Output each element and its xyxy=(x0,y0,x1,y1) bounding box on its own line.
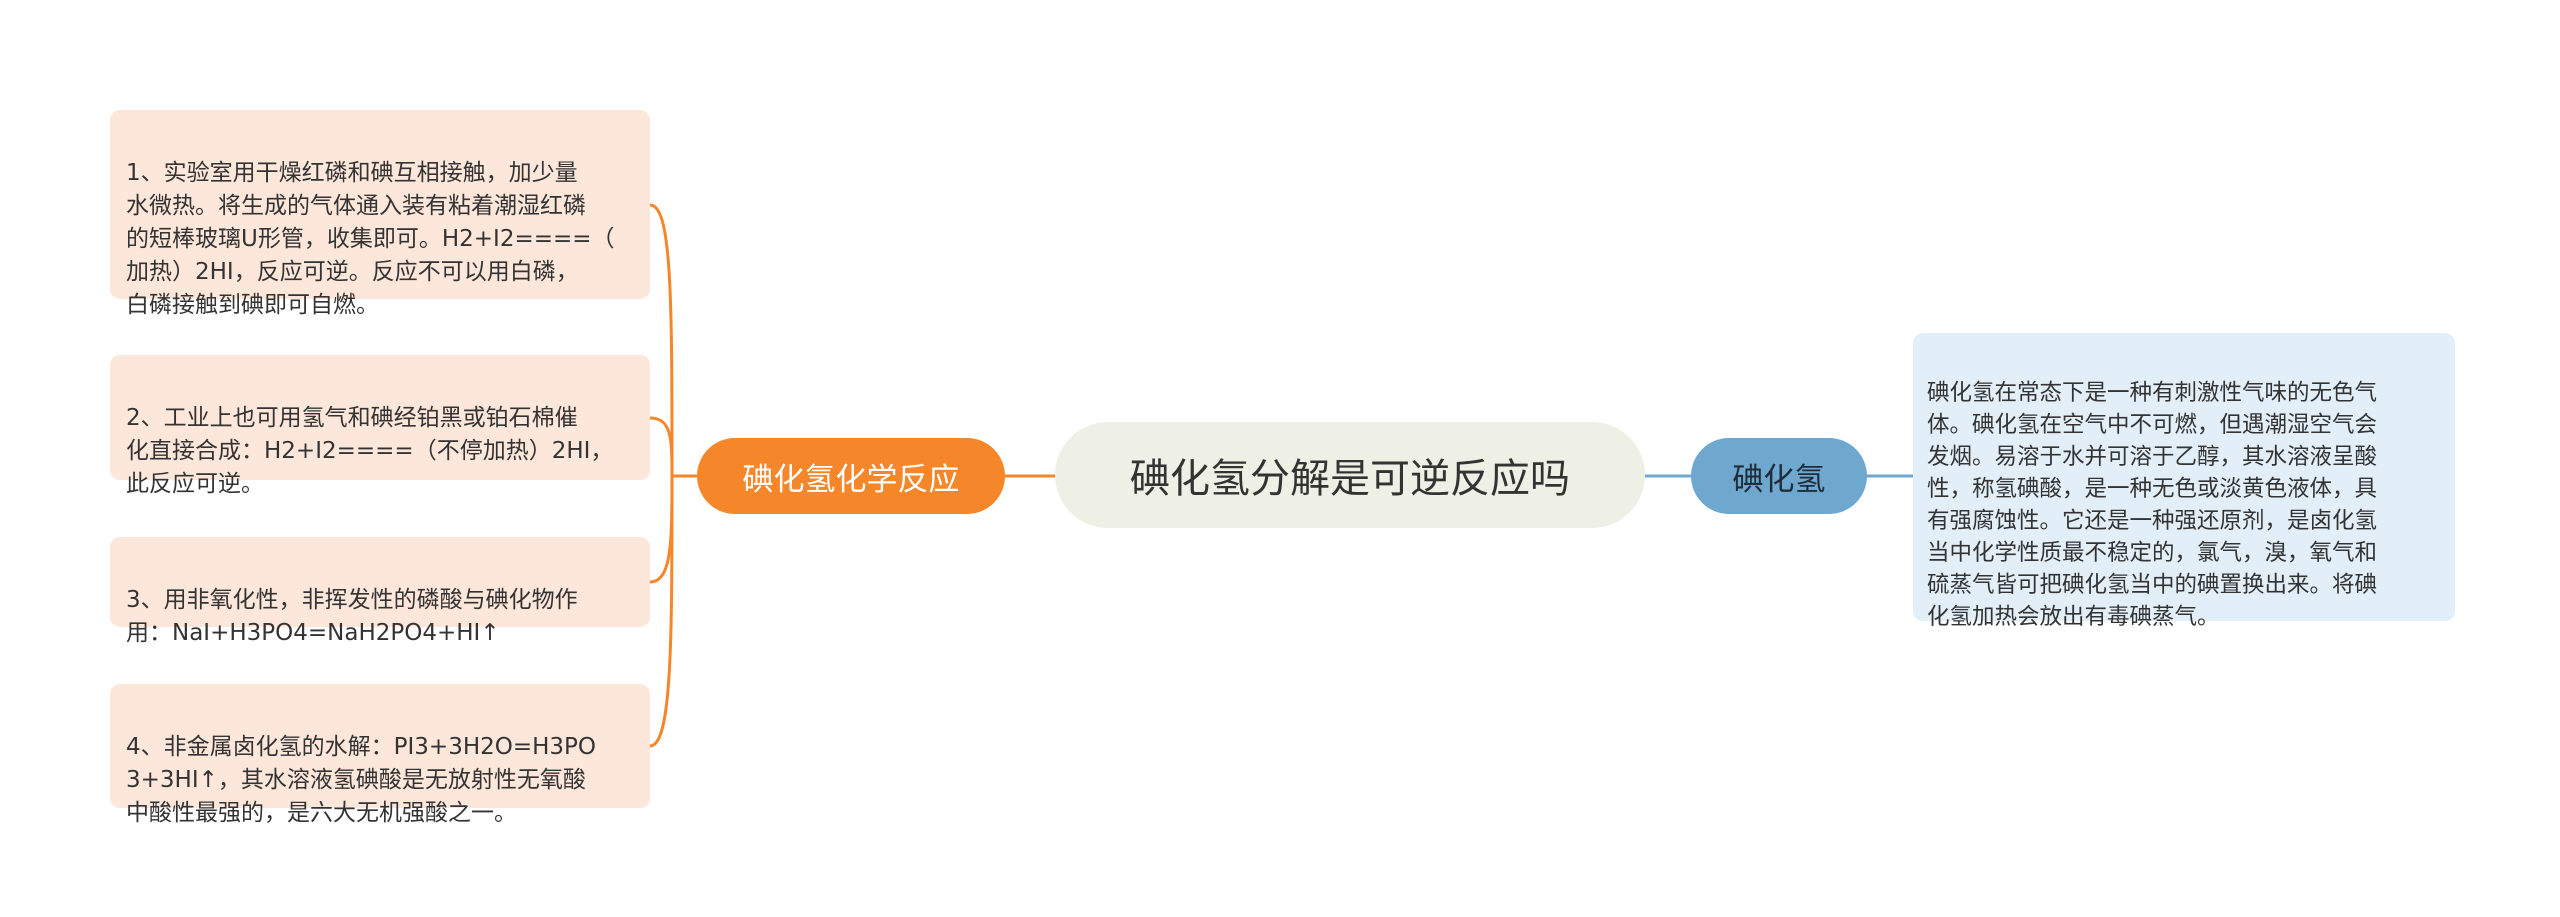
branch-label: 碘化氢化学反应 xyxy=(742,461,960,498)
connector-to-leaf-3 xyxy=(649,475,674,584)
leaf-text: 4、非金属卤化氢的水解：PI3+3H2O=H3PO 3+3HI↑，其水溶液氢碘酸… xyxy=(126,734,597,826)
root-label: 碘化氢分解是可逆反应吗 xyxy=(1130,456,1570,502)
leaf-node-reaction-4[interactable]: 4、非金属卤化氢的水解：PI3+3H2O=H3PO 3+3HI↑，其水溶液氢碘酸… xyxy=(110,684,650,826)
connector-to-leaf-2 xyxy=(649,416,674,477)
leaf-node-description[interactable]: 碘化氢在常态下是一种有刺激性气味的无色气 体。碘化氢在空气中不可燃，但遇潮湿空气… xyxy=(1913,333,2455,630)
branch-node-hydrogen-iodide[interactable]: 碘化氢 xyxy=(1691,438,1867,514)
leaf-node-reaction-1[interactable]: 1、实验室用干燥红磷和碘互相接触，加少量 水微热。将生成的气体通入装有粘着潮湿红… xyxy=(110,110,650,318)
connector-to-leaf-1 xyxy=(649,203,674,477)
branch-node-chemical-reaction[interactable]: 碘化氢化学反应 xyxy=(697,438,1005,514)
leaf-text: 碘化氢在常态下是一种有刺激性气味的无色气 体。碘化氢在空气中不可燃，但遇潮湿空气… xyxy=(1927,380,2378,630)
root-node[interactable]: 碘化氢分解是可逆反应吗 xyxy=(1055,422,1645,528)
leaf-text: 3、用非氧化性，非挥发性的磷酸与碘化物作 用：NaI+H3PO4=NaH2PO4… xyxy=(126,587,578,646)
branch-label: 碘化氢 xyxy=(1732,461,1826,498)
leaf-text: 2、工业上也可用氢气和碘经铂黑或铂石棉催 化直接合成：H2+I2====（不停加… xyxy=(126,405,614,497)
connector-to-leaf-4 xyxy=(649,475,674,748)
leaf-text: 1、实验室用干燥红磷和碘互相接触，加少量 水微热。将生成的气体通入装有粘着潮湿红… xyxy=(126,160,615,318)
leaf-node-reaction-2[interactable]: 2、工业上也可用氢气和碘经铂黑或铂石棉催 化直接合成：H2+I2====（不停加… xyxy=(110,355,650,497)
leaf-node-reaction-3[interactable]: 3、用非氧化性，非挥发性的磷酸与碘化物作 用：NaI+H3PO4=NaH2PO4… xyxy=(110,537,650,646)
